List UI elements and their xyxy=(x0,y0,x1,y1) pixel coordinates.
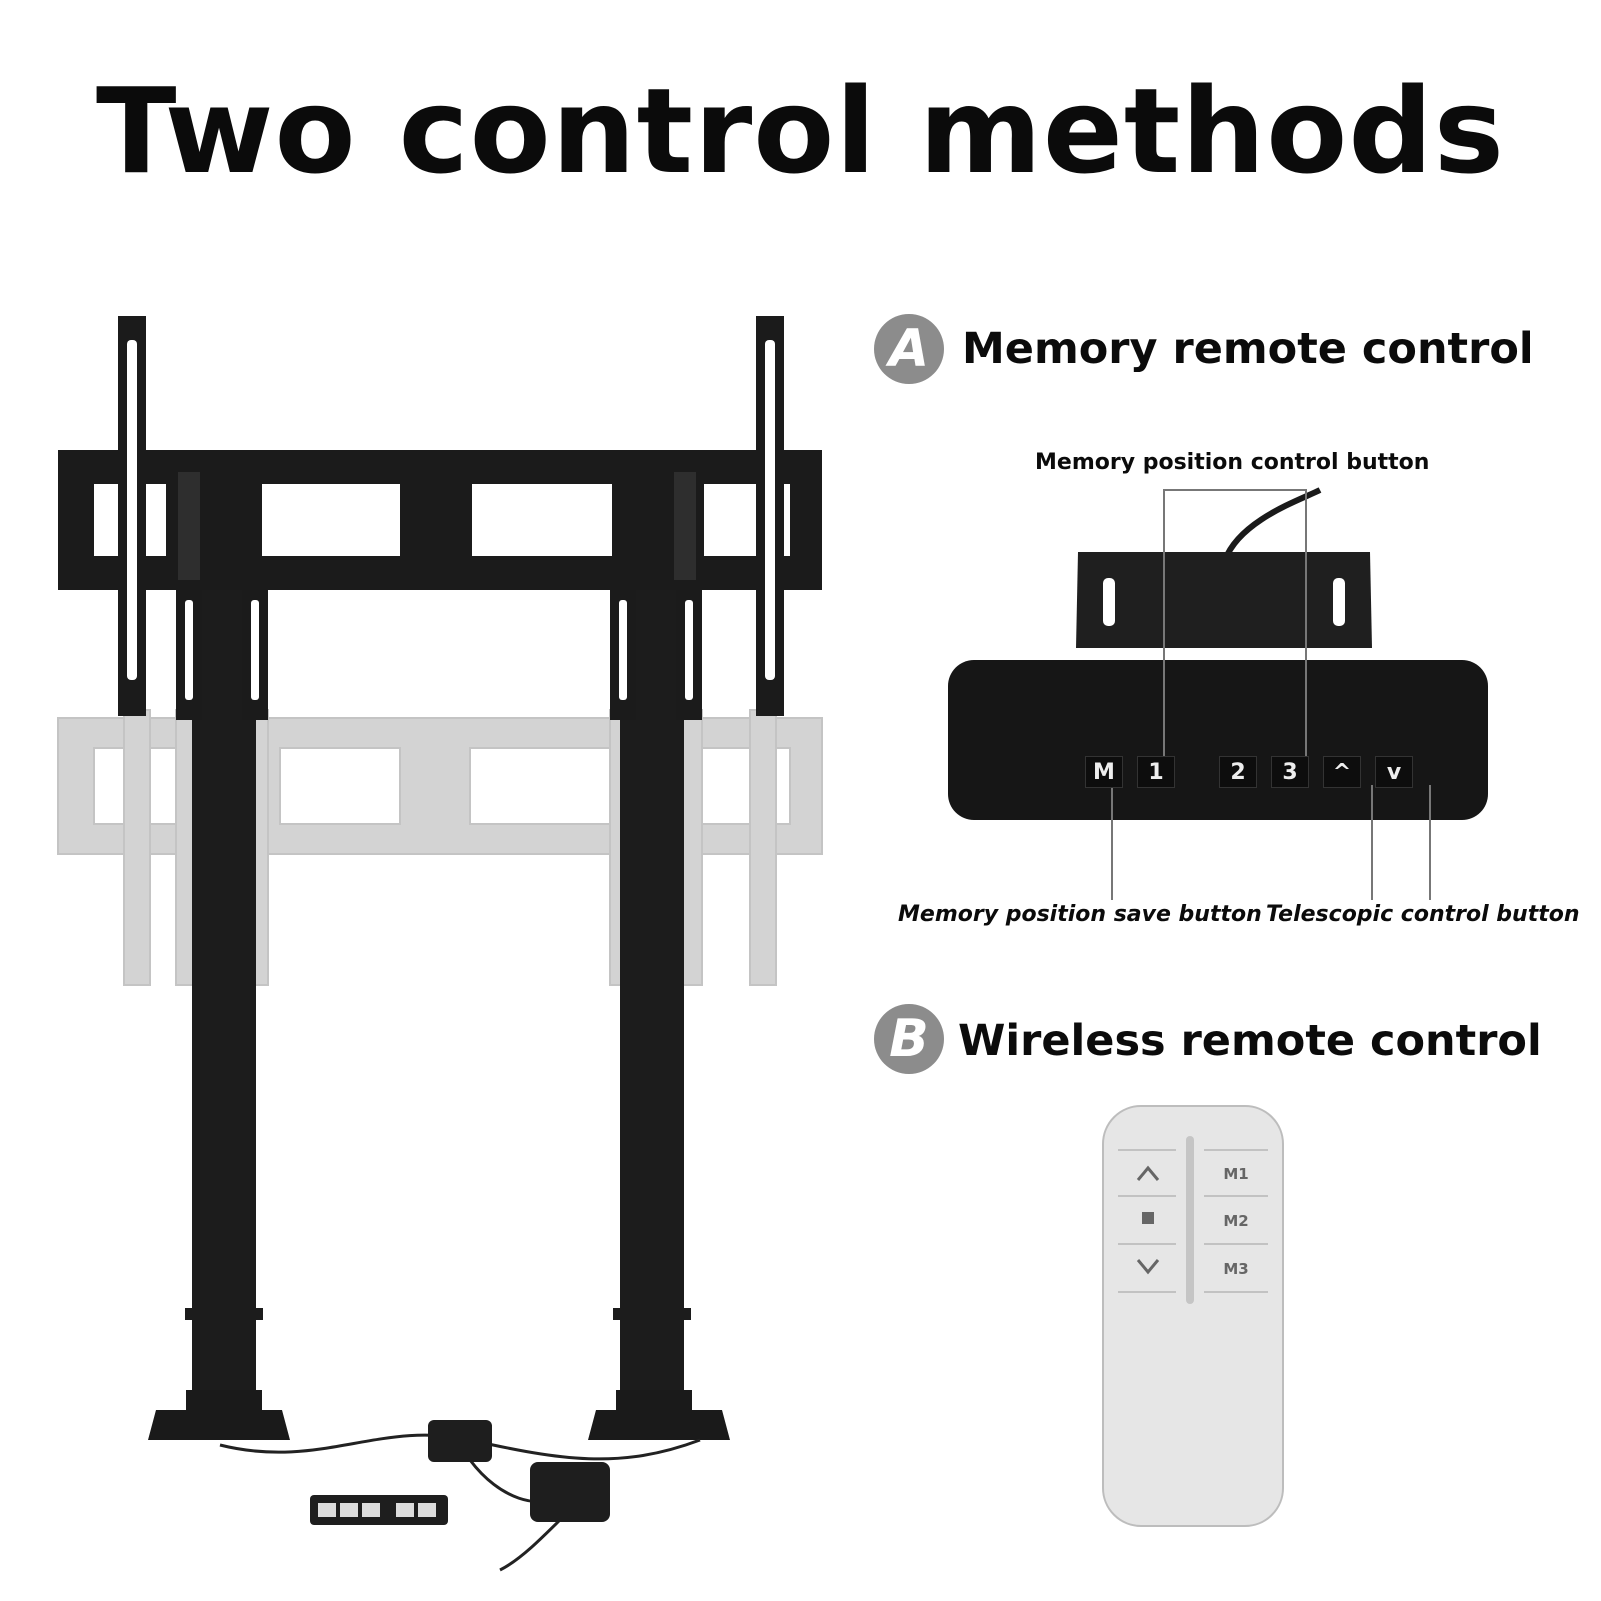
keypad-button-1: 1 xyxy=(1137,756,1175,788)
keypad-button-3: 3 xyxy=(1271,756,1309,788)
remote-body xyxy=(1102,1105,1284,1527)
ghost-bracket-left xyxy=(123,709,151,986)
keypad-body xyxy=(948,660,1488,820)
remote-m1-label: M1 xyxy=(1223,1165,1248,1183)
page-title: Two control methods xyxy=(95,62,1506,200)
callout-telescopic-control: Telescopic control button xyxy=(1266,902,1580,927)
badge-b: B xyxy=(874,1004,944,1074)
floor-controls xyxy=(219,1420,701,1572)
remote-m2-label: M2 xyxy=(1223,1212,1248,1230)
section-a-title: Memory remote control xyxy=(962,324,1534,374)
tv-mount xyxy=(58,316,822,720)
callout-memory-position-save: Memory position save button xyxy=(898,902,1262,927)
bracket-slots xyxy=(127,340,775,700)
power-adapter xyxy=(530,1462,610,1522)
keypad-button-m: M xyxy=(1085,756,1123,788)
keypad-mount-plate xyxy=(1076,552,1372,648)
keypad-button-down: v xyxy=(1375,756,1413,788)
up-arrow-icon xyxy=(1136,1165,1160,1181)
right-post xyxy=(620,590,684,1390)
badge-a: A xyxy=(874,314,944,384)
left-post xyxy=(192,590,256,1390)
remote-m3-label: M3 xyxy=(1223,1260,1248,1278)
keypad-spacer xyxy=(1189,756,1205,788)
keypad-button-row: M 1 2 3 ^ v xyxy=(1085,756,1413,788)
down-arrow-icon xyxy=(1136,1259,1160,1275)
stop-icon xyxy=(1142,1212,1154,1224)
stand-bases xyxy=(148,1390,730,1440)
control-box-small xyxy=(428,1420,492,1462)
wireless-remote-illustration: M1 M2 M3 xyxy=(1102,1105,1284,1527)
section-b-title: Wireless remote control xyxy=(958,1016,1542,1066)
keypad-button-2: 2 xyxy=(1219,756,1257,788)
keypad-button-up: ^ xyxy=(1323,756,1361,788)
callout-memory-position-control: Memory position control button xyxy=(1035,450,1430,475)
ghost-mount xyxy=(57,709,823,986)
callout-lines xyxy=(1111,489,1431,900)
ghost-bracket-right xyxy=(749,709,777,986)
stand-posts xyxy=(185,590,691,1390)
